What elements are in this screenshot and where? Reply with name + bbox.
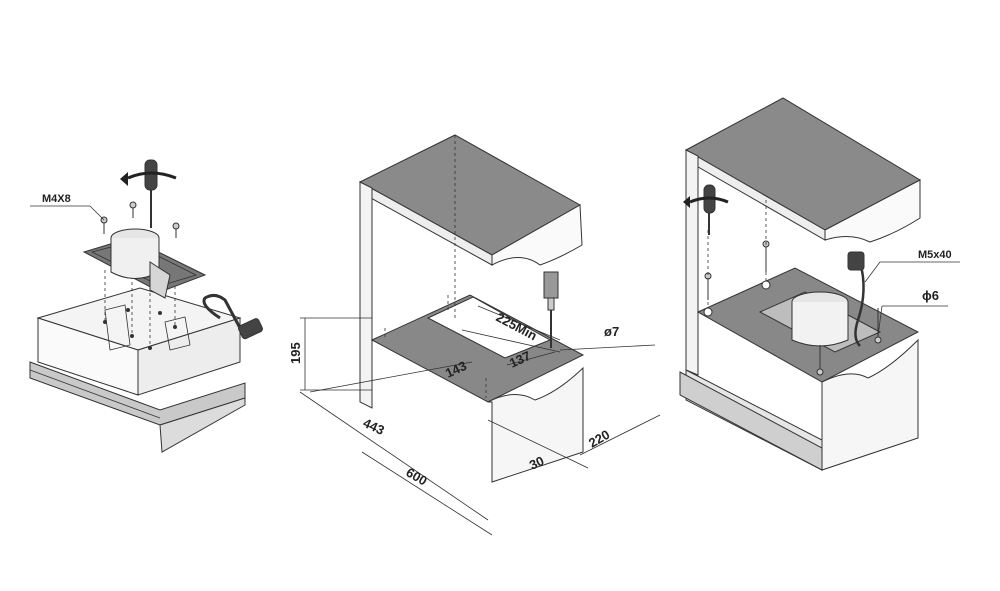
label-m5x40: M5x40 — [918, 249, 952, 261]
dim-443: 443 — [361, 415, 387, 438]
cabinet-shelf — [370, 294, 585, 403]
drill-icon — [543, 271, 559, 348]
panel-cabinet-dimensions: 225Min 137 143 195 443 600 30 220 ø7 — [288, 134, 661, 536]
dim-600: 600 — [404, 465, 430, 489]
panel-hood-assembly: M4X8 — [29, 159, 263, 453]
hood-side — [137, 317, 241, 396]
panel-mounted-hood: M5x40 ϕ6 — [679, 97, 960, 471]
label-phi7: ø7 — [604, 324, 619, 339]
screwdriver-icon — [120, 159, 177, 228]
dim-30: 30 — [527, 453, 546, 473]
screwdriver2-icon — [683, 184, 729, 235]
cabinet2-left-side — [685, 149, 699, 376]
hood-visor-bottom — [159, 397, 246, 453]
power-plug-icon — [202, 293, 263, 340]
dim-195: 195 — [288, 342, 303, 364]
power-plug2-icon — [847, 251, 865, 347]
cabinet-left-side — [359, 181, 373, 409]
dim-220: 220 — [586, 427, 612, 451]
label-phi6: ϕ6 — [922, 288, 939, 303]
label-m4x8: M4X8 — [42, 193, 71, 205]
